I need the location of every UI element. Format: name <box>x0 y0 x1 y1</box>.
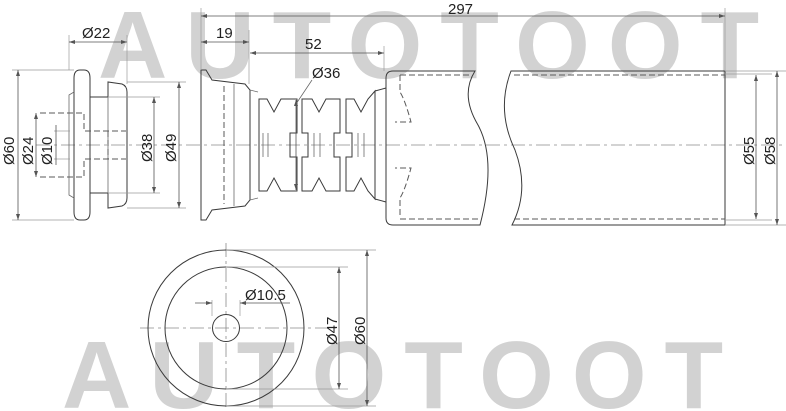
dim-tube-inner: Ø55 <box>741 137 758 165</box>
end-view <box>140 243 340 411</box>
hidden-bore-top <box>40 112 126 132</box>
flange-lip <box>68 91 75 199</box>
bellows <box>258 87 387 203</box>
tube-section-right <box>503 70 726 226</box>
tube-section-left <box>385 70 489 226</box>
dim-overall-length: 297 <box>448 1 473 18</box>
hidden-bore-bottom <box>40 158 126 178</box>
dim-side-hub: Ø38 <box>139 134 156 162</box>
dim-end-outer: Ø60 <box>352 317 369 345</box>
dim-tube-outer: Ø58 <box>762 137 779 165</box>
dim-side-mid: Ø24 <box>20 137 37 165</box>
dim-end-hole: Ø10.5 <box>245 287 286 304</box>
watermark-top: AUTOTOOT <box>98 0 777 99</box>
dim-side-hole: Ø10 <box>39 137 56 165</box>
dim-side-outer: Ø60 <box>1 137 18 165</box>
side-view <box>36 69 786 221</box>
end-view-hole <box>212 314 240 342</box>
main-dimensions: 297 19 52 Ø36 Ø55 <box>200 1 786 226</box>
hub-body <box>90 81 128 209</box>
dim-end-inner: Ø47 <box>324 317 341 345</box>
dim-side-shoulder: Ø49 <box>163 134 180 162</box>
dim-bellows-length: 52 <box>305 36 322 53</box>
dim-side-width: Ø22 <box>82 25 110 42</box>
watermark-bottom: AUTOTOOT <box>62 322 741 411</box>
boot-body <box>200 69 726 226</box>
tube-hidden-top <box>395 75 412 123</box>
side-view-dimensions: Ø22 Ø60 Ø24 Ø10 Ø38 <box>1 25 186 221</box>
tube-hidden-bottom <box>395 167 412 215</box>
dim-flange-length: 19 <box>216 25 233 42</box>
flange-disc <box>73 69 91 221</box>
end-view-dimensions: Ø10.5 Ø47 Ø60 <box>195 249 376 407</box>
dim-bellows-diameter: Ø36 <box>312 65 340 82</box>
